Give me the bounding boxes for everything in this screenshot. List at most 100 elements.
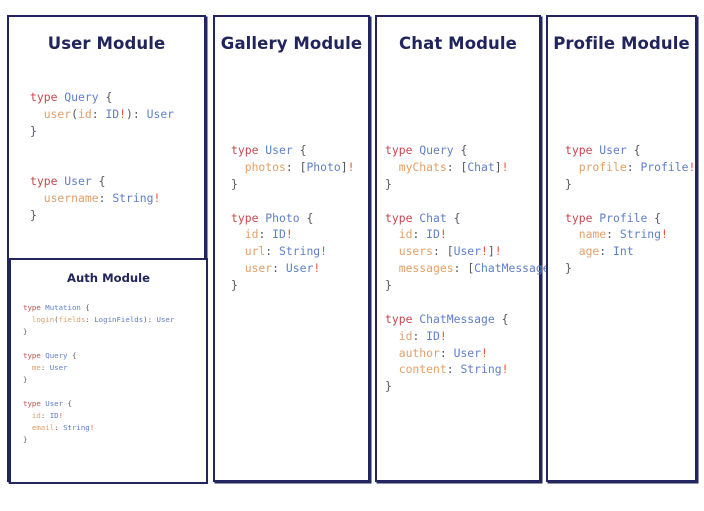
code-token: !: [661, 227, 668, 242]
code-token: User: [146, 106, 175, 121]
code-token: name: [578, 227, 607, 242]
code-line: type Chat {: [385, 210, 563, 227]
module-title-user-module: User Module: [47, 34, 166, 53]
code-line: age: Int: [565, 243, 695, 260]
code-token: !: [501, 159, 509, 174]
code-token: :: [85, 314, 95, 324]
code-token: id: [398, 328, 413, 343]
code-token: [30, 107, 44, 121]
code-token: id: [78, 106, 92, 121]
code-line: }: [385, 378, 563, 395]
code-token: id: [244, 227, 259, 242]
code-token: {: [67, 350, 77, 360]
code-token: !: [119, 106, 127, 121]
code-token: :: [54, 422, 64, 432]
code-token: {: [299, 210, 314, 225]
code-token: :: [98, 191, 113, 206]
code-line: [565, 193, 695, 210]
code-line: username: String!: [30, 190, 174, 207]
code-token: Photo: [265, 210, 300, 225]
code-token: !: [320, 244, 328, 259]
code-token: :: [258, 227, 273, 242]
code-token: :: [453, 261, 468, 276]
code-token: (: [71, 106, 79, 121]
code-token: user: [244, 261, 273, 276]
code-token: [: [460, 159, 468, 174]
code-line: content: String!: [385, 361, 563, 378]
code-token: type: [23, 398, 46, 408]
schema-code-gallery-module: type User { photos: [Photo]!} type Photo…: [231, 142, 354, 294]
code-token: photos: [244, 159, 286, 174]
schema-code-profile-module: type User { profile: Profile!} type Prof…: [565, 142, 695, 277]
code-token: type: [23, 303, 46, 312]
code-line: [23, 338, 174, 350]
code-line: [385, 193, 563, 210]
code-token: Profile: [599, 210, 648, 225]
code-token: !: [58, 410, 64, 420]
code-line: }: [23, 374, 174, 386]
code-line: }: [30, 123, 174, 140]
code-token: String: [63, 422, 90, 432]
module-title-profile-module: Profile Module: [553, 34, 690, 53]
code-token: ):: [126, 106, 147, 121]
module-panel-user-module[interactable]: User Module type Query { user(id: ID!): U…: [7, 15, 208, 484]
code-token: !: [153, 191, 161, 206]
code-token: !: [89, 422, 95, 432]
code-line: id: ID!: [385, 226, 563, 243]
code-line: email: String!: [23, 422, 174, 434]
code-line: }: [30, 207, 174, 224]
code-line: type User {: [30, 173, 174, 190]
code-token: ):: [143, 314, 157, 324]
code-token: !: [313, 261, 321, 276]
code-token: }: [385, 379, 392, 394]
code-token: !: [481, 345, 488, 360]
code-token: ID: [426, 227, 440, 242]
code-line: id: ID!: [385, 328, 563, 345]
code-token: type: [385, 143, 420, 157]
code-token: Chat: [467, 159, 495, 174]
code-line: }: [23, 434, 174, 446]
code-line: }: [231, 176, 354, 193]
code-token: User: [599, 143, 627, 157]
code-line: type Query {: [385, 142, 563, 159]
code-token: [385, 346, 399, 360]
code-token: author: [398, 345, 440, 360]
code-token: username: [43, 191, 99, 206]
code-token: type: [23, 350, 46, 360]
code-token: ID: [272, 227, 286, 242]
code-token: ID: [105, 106, 120, 121]
code-token: type: [30, 90, 65, 104]
code-token: !: [439, 328, 447, 343]
code-line: }: [385, 176, 563, 193]
code-token: :: [91, 106, 106, 121]
code-token: :: [606, 227, 620, 242]
code-line: type User {: [565, 142, 695, 159]
code-token: }: [30, 208, 37, 223]
code-token: Profile: [640, 159, 689, 174]
code-line: type Profile {: [565, 210, 695, 227]
code-line: url: String!: [231, 243, 354, 260]
code-line: [30, 157, 174, 174]
code-token: :: [446, 159, 461, 174]
code-line: }: [385, 277, 563, 294]
code-token: :: [599, 244, 614, 259]
code-line: messages: [ChatMessage]!: [385, 260, 564, 277]
code-token: Photo: [306, 159, 341, 174]
code-line: type ChatMessage {: [385, 311, 563, 328]
code-token: messages: [398, 261, 454, 276]
code-token: user: [43, 106, 72, 121]
code-line: type Query {: [23, 350, 174, 362]
code-token: {: [446, 210, 461, 225]
code-token: email: [31, 422, 55, 432]
module-panel-profile-module[interactable]: Profile Module type User { profile: Profi…: [546, 15, 697, 482]
code-line: }: [23, 326, 174, 338]
code-token: !: [688, 159, 696, 174]
code-token: [: [299, 159, 307, 174]
code-token: [30, 191, 44, 205]
code-token: [385, 362, 399, 376]
code-line: type Mutation {: [23, 302, 174, 314]
code-token: }: [565, 261, 572, 276]
